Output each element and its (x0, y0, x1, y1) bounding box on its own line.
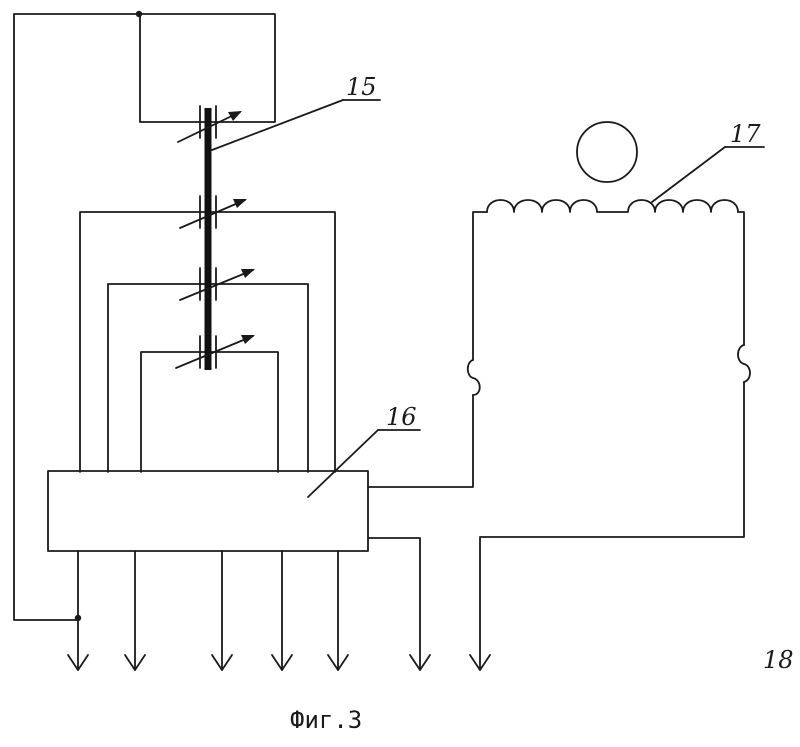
label-16-text: 16 (386, 403, 417, 431)
figure-caption: Фиг.3 (290, 706, 362, 734)
coil-circuit-17: 17 (368, 120, 764, 670)
label-17-text: 17 (730, 120, 761, 148)
output-arrows (68, 538, 430, 670)
outer-feedback-wire (14, 11, 275, 621)
block-16: 16 (48, 403, 420, 551)
component-15-rod (176, 106, 255, 370)
label-15-text: 15 (346, 73, 377, 101)
label-18-text: 18 (763, 646, 794, 674)
